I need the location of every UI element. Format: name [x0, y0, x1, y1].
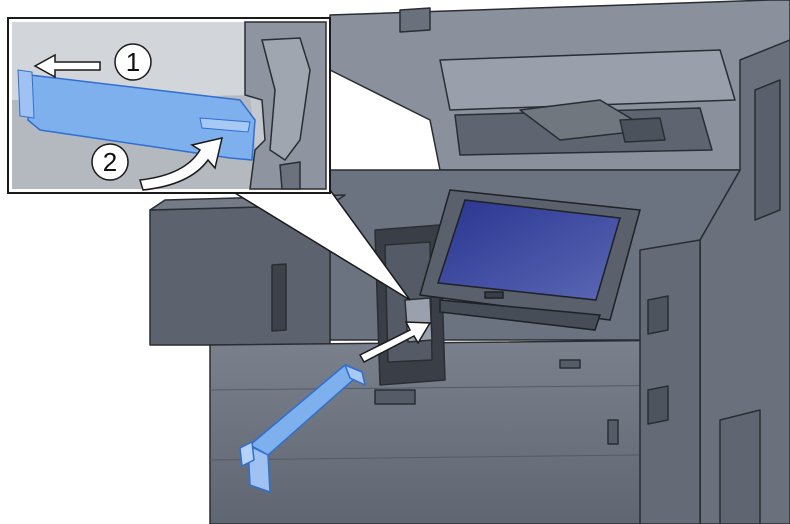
- removed-part: [239, 364, 366, 493]
- step-1-arrow: [33, 53, 101, 79]
- inset-part: [27, 74, 256, 161]
- detail-inset: 1 2: [7, 17, 331, 194]
- step-2-label: 2: [103, 147, 117, 177]
- step-1-label: 1: [126, 47, 140, 77]
- straight-arrow: [358, 321, 432, 363]
- curved-arrow: [139, 136, 224, 191]
- control-panel: [419, 189, 641, 331]
- step-1-marker: 1: [114, 43, 152, 81]
- step-2-marker: 2: [91, 143, 129, 181]
- touch-screen: [437, 199, 621, 301]
